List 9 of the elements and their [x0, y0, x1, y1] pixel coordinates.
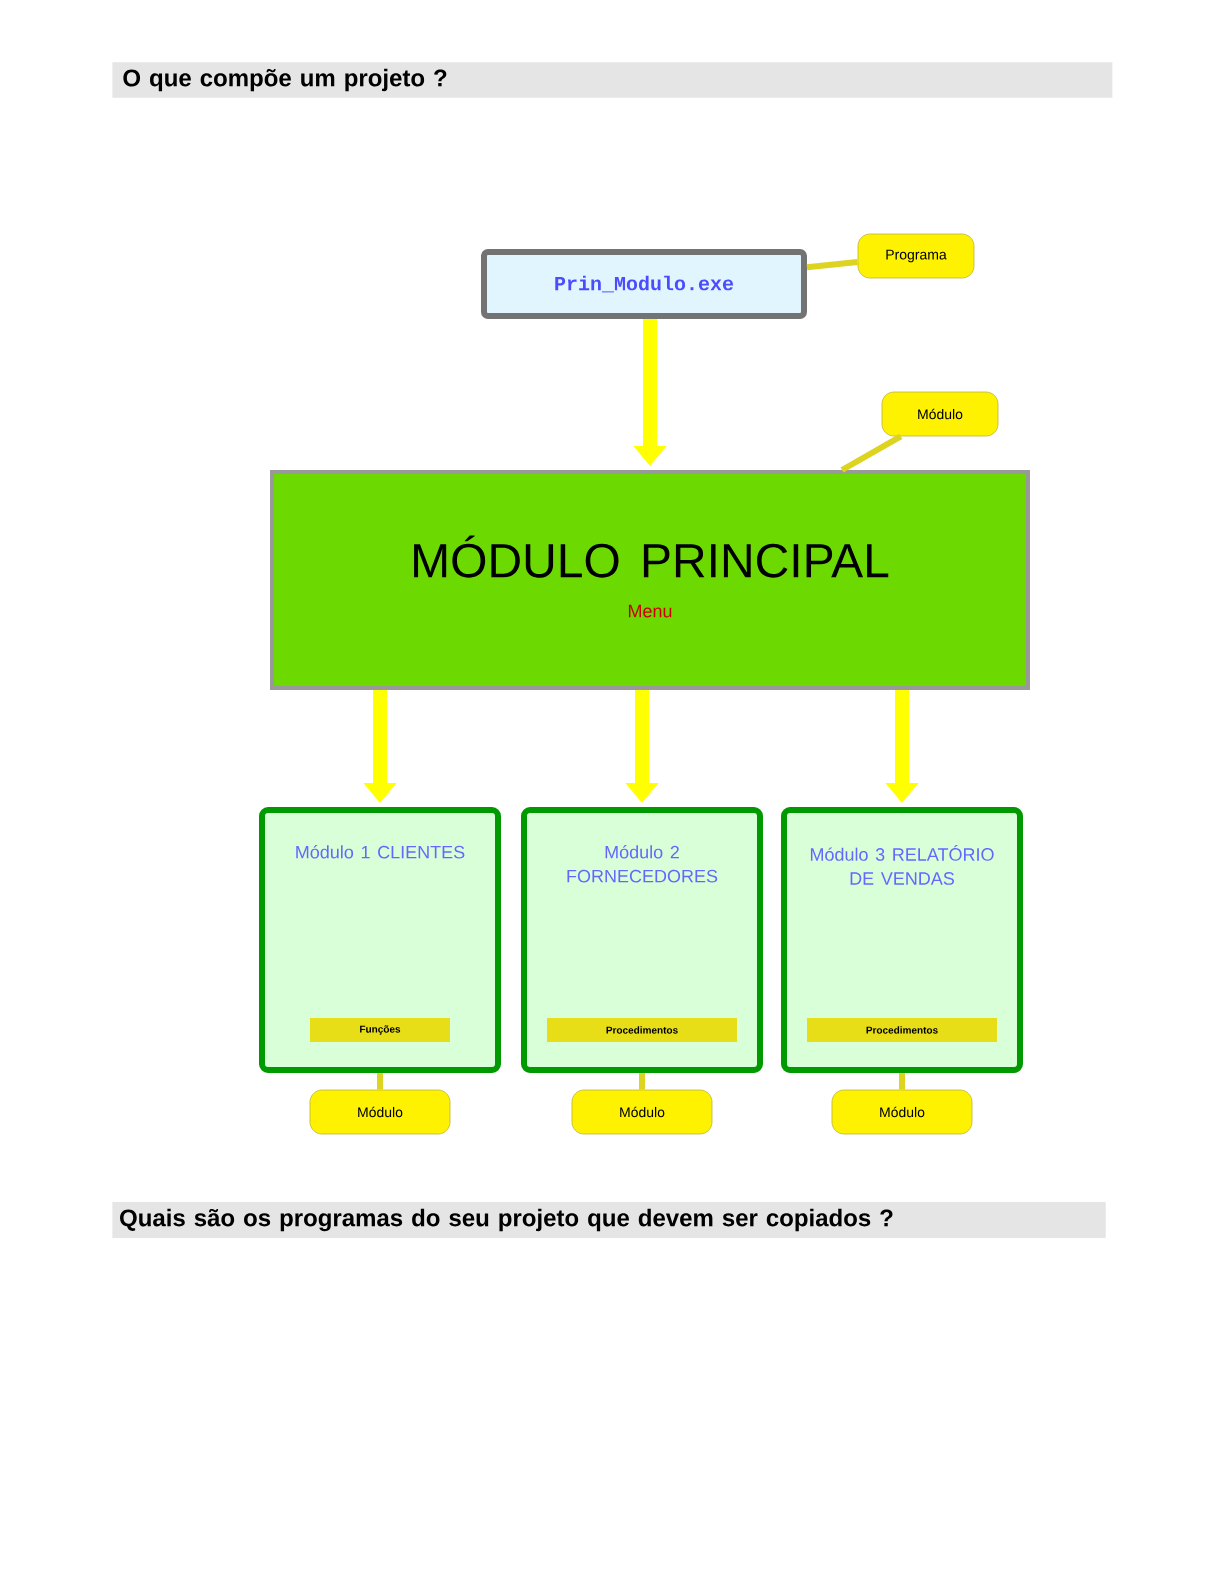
- leader-line: [840, 433, 903, 473]
- section-heading: Quais são os programas do seu projeto que devem ser copiados ?: [112, 1202, 1106, 1238]
- program-box: Prin_Modulo.exe: [481, 249, 807, 319]
- leader-line: [899, 1073, 905, 1090]
- module-box: MÓDULO PRINCIPAL Menu: [270, 470, 1030, 690]
- leader-line: [639, 1073, 645, 1090]
- leader-line: [806, 259, 858, 271]
- section-heading: O que compõe um projeto ?: [112, 62, 1113, 98]
- leader-line: [377, 1073, 383, 1090]
